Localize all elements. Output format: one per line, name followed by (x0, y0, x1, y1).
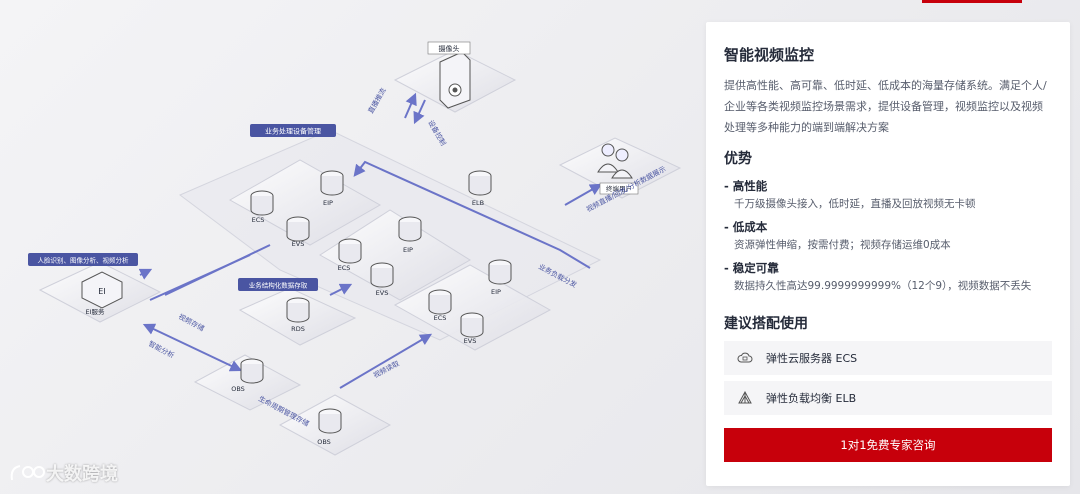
advantage-item: 高性能 千万级摄像头接入，低时延，直播及回放视频无卡顿 (724, 176, 1052, 213)
architecture-diagram: 摄像头 终端用户 业务处理设备管理 ECS EIP EVS ELB ECS (28, 41, 682, 456)
svg-text:ELB: ELB (472, 199, 484, 207)
recommend-title: 建议搭配使用 (724, 316, 808, 332)
eip-1: EIP (320, 170, 344, 207)
recommend-elb-link[interactable]: 弹性负载均衡 ELB (724, 381, 1052, 415)
svg-text:业务处理设备管理: 业务处理设备管理 (265, 127, 321, 136)
recommend-elb-label: 弹性负载均衡 ELB (766, 392, 857, 405)
evs-disk-2: EVS (370, 262, 394, 297)
svg-text:ECS: ECS (338, 264, 351, 272)
svg-text:EVS: EVS (464, 337, 477, 345)
panel-description: 提供高性能、高可靠、低时延、低成本的海量存储系统。满足个人/企业等各类视频监控场… (724, 79, 1047, 134)
solution-panel: 智能视频监控 提供高性能、高可靠、低时延、低成本的海量存储系统。满足个人/企业等… (706, 22, 1070, 486)
svg-text:EVS: EVS (376, 289, 389, 297)
advantage-title: 高性能 (724, 176, 1052, 196)
svg-text:ECS: ECS (434, 314, 447, 322)
ai-capability-label: 人脸识别、图像分析、视频分析 (28, 253, 138, 266)
top-tab-indicator (922, 0, 1022, 3)
ei-service-icon: EI EI服务 (81, 271, 123, 316)
camera-label: 摄像头 (427, 41, 471, 55)
svg-text:EVS: EVS (292, 240, 305, 248)
obs-storage-1: OBS (231, 358, 264, 393)
advantage-item: 低成本 资源弹性伸缩，按需付费；视频存储运维0成本 (724, 217, 1052, 254)
panel-title: 智能视频监控 (724, 46, 815, 64)
svg-text:业务结构化数据存取: 业务结构化数据存取 (249, 281, 308, 290)
rds-database-icon: RDS (286, 297, 310, 333)
svg-text:设备控制: 设备控制 (426, 119, 448, 148)
advantage-desc: 资源弹性伸缩，按需付费；视频存储运维0成本 (734, 239, 951, 251)
advantage-title: 低成本 (724, 217, 1052, 237)
svg-text:OBS: OBS (317, 438, 331, 446)
struct-data-label: 业务结构化数据存取 (238, 278, 318, 291)
terminal-user-label: 终端用户 (599, 182, 639, 195)
svg-text:直播推流: 直播推流 (366, 86, 388, 115)
platform-compute-1 (228, 159, 382, 246)
watermark-logo-icon (10, 465, 45, 481)
ecs-server-3: ECS (428, 289, 452, 322)
svg-text:EI服务: EI服务 (85, 307, 105, 316)
svg-text:摄像头: 摄像头 (439, 44, 460, 53)
elb-1: ELB (468, 170, 492, 207)
obs-storage-2: OBS (317, 408, 342, 446)
advantages-title: 优势 (724, 151, 752, 167)
advantage-desc: 千万级摄像头接入，低时延，直播及回放视频无卡顿 (734, 198, 976, 210)
svg-text:智能分析: 智能分析 (147, 339, 176, 360)
camera-icon (439, 51, 471, 109)
connection-lines (138, 92, 603, 389)
ecs-server-2: ECS (338, 238, 362, 272)
eip-3: EIP (488, 259, 512, 296)
platform-compute-3 (393, 264, 552, 351)
recommend-ecs-label: 弹性云服务器 ECS (766, 352, 858, 365)
eip-2: EIP (398, 216, 422, 254)
terminal-users-icon (597, 143, 633, 179)
advantage-item: 稳定可靠 数据持久性高达99.9999999999%（12个9），视频数据不丢失 (724, 258, 1052, 295)
svg-text:EIP: EIP (323, 199, 333, 207)
watermark-text: 大数跨境 (46, 464, 118, 485)
svg-text:OBS: OBS (231, 385, 245, 393)
recommend-ecs-link[interactable]: 弹性云服务器 ECS (724, 341, 1052, 375)
svg-text:RDS: RDS (291, 325, 305, 333)
svg-text:ECS: ECS (252, 216, 265, 224)
expert-consult-button[interactable]: 1对1免费专家咨询 (724, 428, 1052, 462)
watermark: 大数跨境 (8, 460, 118, 486)
device-mgmt-label: 业务处理设备管理 (250, 124, 336, 137)
svg-text:EIP: EIP (491, 288, 501, 296)
svg-text:人脸识别、图像分析、视频分析: 人脸识别、图像分析、视频分析 (38, 256, 130, 265)
advantage-desc: 数据持久性高达99.9999999999%（12个9），视频数据不丢失 (734, 280, 1032, 292)
advantage-title: 稳定可靠 (724, 258, 1052, 278)
evs-disk-3: EVS (460, 312, 484, 345)
load-balancer-icon (736, 391, 754, 405)
svg-text:终端用户: 终端用户 (606, 184, 632, 193)
ecs-server-1: ECS (250, 190, 274, 224)
svg-text:EIP: EIP (403, 246, 413, 254)
cloud-server-icon (736, 351, 754, 365)
svg-text:EI: EI (98, 287, 105, 296)
svg-text:视频存储: 视频存储 (177, 312, 206, 333)
evs-disk-1: EVS (286, 216, 310, 248)
